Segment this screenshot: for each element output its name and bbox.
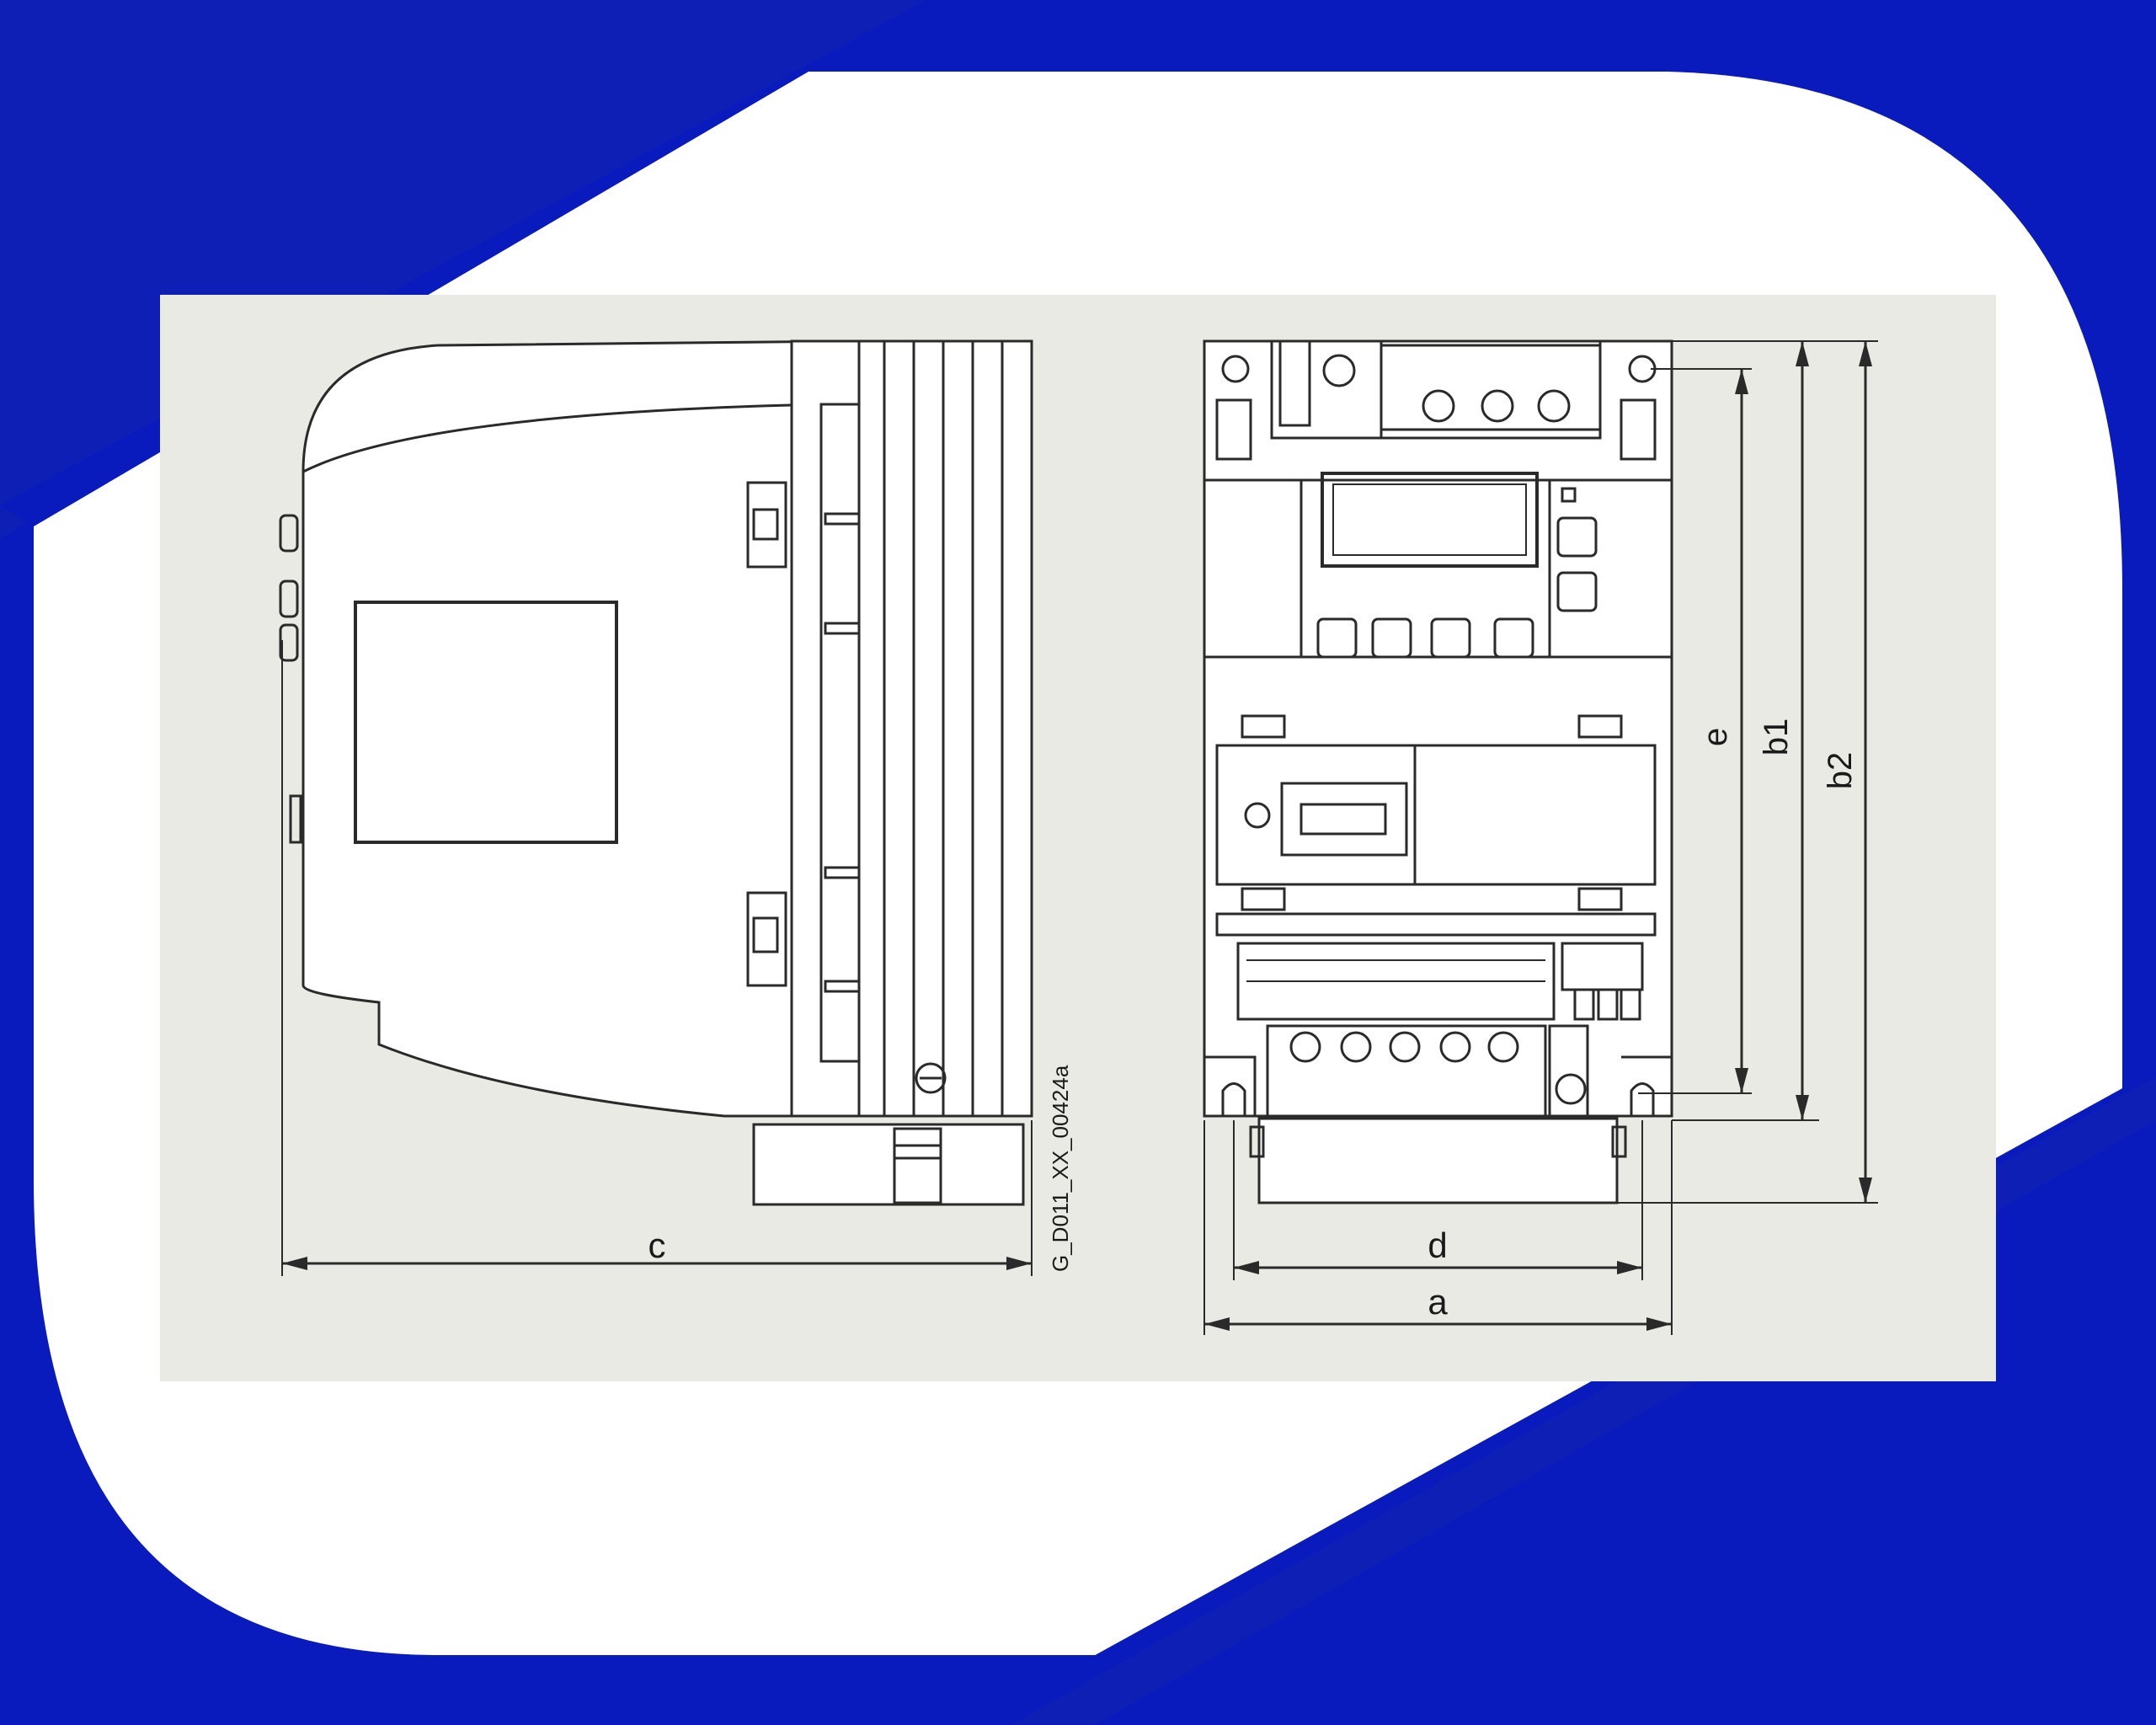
lcd-inner: [1332, 483, 1527, 556]
bottom-shield: [1257, 1117, 1619, 1204]
keypad-button: [1371, 617, 1412, 659]
top-terminals: [1380, 344, 1602, 431]
module-indicator-icon: [1244, 802, 1271, 829]
front-housing: [1203, 339, 1673, 1118]
keypad-button: [1556, 571, 1598, 612]
dimension-label-d: d: [1428, 1226, 1447, 1265]
foot-right: [1621, 1055, 1673, 1116]
dimension-label-b2: b2: [1822, 752, 1859, 790]
latch: [1577, 887, 1623, 911]
side-view: [279, 339, 1033, 1276]
power-terminal-block: [1266, 1024, 1547, 1118]
bottom-connector: [752, 1123, 1025, 1206]
arrow-icon: [1796, 341, 1809, 366]
arrow-icon: [1735, 369, 1748, 394]
shield-clip: [1249, 1125, 1265, 1158]
mounting-hole-icon: [1221, 355, 1250, 383]
dip-switch: [1620, 988, 1641, 1021]
screw-icon: [1439, 1031, 1471, 1063]
keypad-button: [1493, 617, 1534, 659]
screw-icon: [1340, 1031, 1372, 1063]
dimension-label-e: e: [1697, 728, 1734, 746]
screw-icon: [1322, 354, 1356, 387]
dimension-label-c: c: [648, 1226, 666, 1265]
arrow-icon: [1204, 1317, 1230, 1331]
latch: [1241, 714, 1286, 739]
dip-switch: [1573, 988, 1595, 1021]
screw-icon: [1537, 389, 1571, 423]
foot-left: [1204, 1055, 1257, 1116]
display-window: [354, 601, 618, 844]
knob: [279, 514, 299, 553]
clip-top: [746, 481, 787, 569]
shield-clip: [1611, 1125, 1627, 1158]
tab: [824, 980, 861, 993]
clip-bottom: [746, 891, 787, 987]
heat-sink: [790, 339, 1033, 1118]
dimension-label-a: a: [1428, 1282, 1448, 1322]
screw-icon: [1422, 389, 1455, 423]
module-bay: [1215, 744, 1657, 886]
vent-left: [1215, 398, 1252, 461]
arrow-icon: [1735, 1068, 1748, 1093]
arrow-icon: [1796, 1095, 1809, 1120]
knob: [279, 579, 299, 618]
arrow-icon: [1646, 1317, 1672, 1331]
cover-curve: [302, 403, 826, 473]
control-terminal-strip: [1236, 942, 1556, 1021]
dip-switch: [1597, 988, 1619, 1021]
screw-icon: [1487, 1031, 1519, 1063]
mounting-slot: [1630, 1082, 1655, 1116]
module-connector: [1280, 782, 1408, 857]
top-slot: [1278, 339, 1311, 427]
screw-icon: [1481, 389, 1514, 423]
vent-right: [1620, 398, 1657, 461]
screw-icon: [1555, 1073, 1587, 1105]
keypad-button: [1316, 617, 1358, 659]
latch: [1577, 714, 1623, 739]
drawing-code: G_D011_XX_00424a: [1048, 1065, 1073, 1272]
arrow-icon: [1006, 1257, 1032, 1270]
earth-screw: [915, 1062, 947, 1094]
clip-top-inner: [752, 508, 779, 541]
dimension-label-b1: b1: [1758, 718, 1795, 756]
keypad-button: [1556, 516, 1598, 558]
mounting-slot: [1221, 1082, 1246, 1116]
arrow-icon: [1859, 341, 1872, 366]
tab: [824, 622, 861, 635]
lcd-display: [1321, 472, 1539, 568]
front-view: [1203, 339, 1878, 1335]
screw-icon: [1289, 1031, 1321, 1063]
separator-strip: [1215, 912, 1657, 937]
clip-bottom-inner: [752, 916, 779, 953]
earth-terminal: [1548, 1024, 1589, 1118]
keypad-button: [1430, 617, 1471, 659]
arrow-icon: [282, 1257, 307, 1270]
module-connector-inner: [1299, 803, 1387, 836]
tab: [824, 512, 861, 526]
side-housing: [302, 339, 852, 1118]
arrow-icon: [1617, 1261, 1642, 1274]
terminal-rows: [1246, 959, 1545, 982]
knob: [279, 623, 299, 662]
arrow-icon: [1234, 1261, 1259, 1274]
latch: [1241, 887, 1286, 911]
screw-icon: [1389, 1031, 1421, 1063]
inner-panel: [819, 403, 861, 1063]
arrow-icon: [1859, 1178, 1872, 1203]
cable-gland: [893, 1127, 942, 1204]
side-slot: [289, 794, 302, 844]
tab: [824, 866, 861, 879]
status-led: [1561, 487, 1577, 503]
